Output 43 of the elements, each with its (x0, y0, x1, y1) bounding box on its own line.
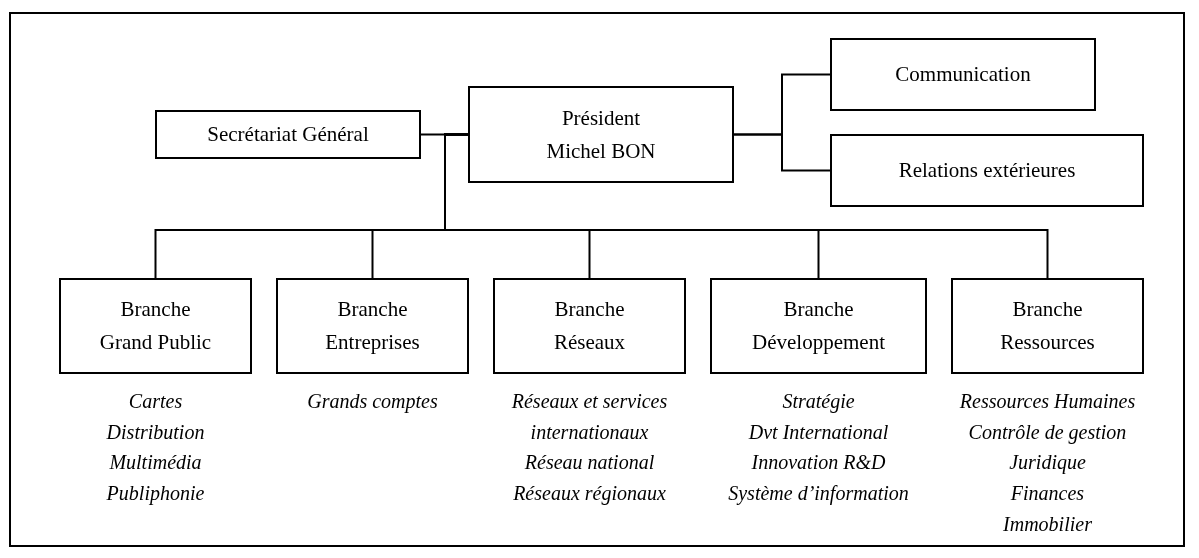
connector-line (444, 133, 1049, 279)
org-box (155, 110, 421, 159)
department-label: Grands comptes (307, 389, 438, 415)
department-label: Juridique (1009, 450, 1086, 476)
department-label: Système d’information (728, 481, 909, 507)
box-label: Secrétariat Général (207, 121, 369, 149)
department-label: Distribution (106, 419, 205, 445)
org-box (468, 86, 734, 183)
box-label: Communication (895, 61, 1031, 89)
department-label: Réseaux et services internationaux (510, 389, 669, 445)
org-box (951, 278, 1144, 374)
box-label: Développement (752, 329, 885, 356)
box-label: Branche (120, 296, 191, 324)
org-box (276, 278, 469, 374)
box-label: Relations extérieures (898, 157, 1076, 185)
connector-line (733, 133, 831, 172)
department-label: Immobilier (1003, 511, 1092, 537)
department-label: Dvt International (748, 419, 889, 445)
department-label: Innovation R&D (751, 450, 886, 476)
box-label: Entreprises (325, 329, 420, 356)
box-label: Président (561, 104, 641, 132)
department-label: Multimédia (109, 450, 202, 476)
department-label: Stratégie (782, 389, 855, 415)
department-label: Réseau national (524, 450, 655, 476)
box-label: Branche (337, 296, 408, 324)
box-label: Ressources (1000, 329, 1095, 356)
org-box (830, 134, 1144, 207)
box-label: Branche (783, 296, 854, 324)
box-label: Michel BON (546, 137, 656, 165)
department-label: Finances (1010, 481, 1085, 507)
box-label: Branche (554, 296, 625, 324)
department-label: Publiphonie (106, 481, 205, 507)
org-box (59, 278, 252, 374)
org-box (710, 278, 927, 374)
department-label: Réseaux régionaux (513, 481, 666, 507)
box-label: Réseaux (553, 329, 626, 356)
department-label: Ressources Humaines (959, 389, 1136, 414)
org-box (493, 278, 686, 374)
department-label: Contrôle de gestion (968, 419, 1127, 446)
box-label: Branche (1012, 296, 1083, 324)
box-label: Grand Public (99, 329, 212, 356)
department-label: Cartes (128, 389, 183, 414)
org-box (830, 38, 1096, 111)
